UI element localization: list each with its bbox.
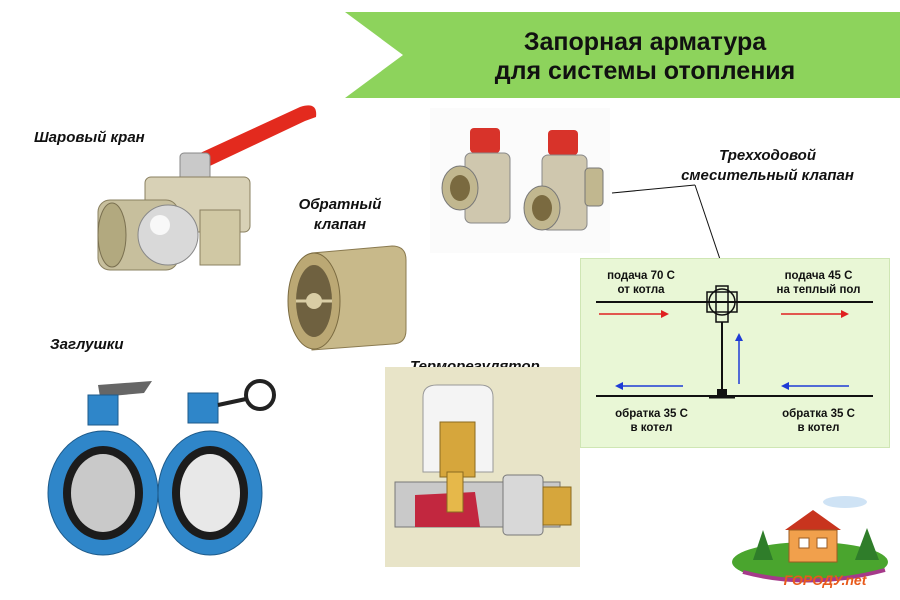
butterfly-valves-image bbox=[47, 379, 276, 556]
check-valve-label-line2: клапан bbox=[313, 216, 367, 233]
mixing-valve-symbol bbox=[706, 291, 738, 313]
ball-valve-image bbox=[97, 105, 317, 271]
mixing-scheme: подача 70 С от котла подача 45 С на тепл… bbox=[580, 258, 890, 448]
logo-text: ГОРОДУ.net bbox=[783, 572, 867, 588]
supply-boiler-line2: от котла bbox=[617, 284, 665, 296]
page-title: Запорная арматура для системы отопления bbox=[405, 28, 885, 86]
title-line-1: Запорная арматура bbox=[523, 28, 767, 56]
return-left-line1: обратка 35 С bbox=[615, 408, 688, 420]
supply-boiler-label: подача 70 С от котла bbox=[591, 269, 691, 297]
gorodu-logo: ГОРОДУ.net bbox=[725, 490, 895, 598]
supply-floor-label: подача 45 С на теплый пол bbox=[761, 269, 876, 297]
plugs-label: Заглушки bbox=[50, 336, 124, 353]
three-way-valve-photo bbox=[430, 108, 610, 253]
return-right-label: обратка 35 С в котел bbox=[766, 407, 871, 435]
supply-floor-line2: на теплый пол bbox=[776, 284, 861, 296]
three-way-label-line2: смесительный клапан bbox=[681, 167, 854, 184]
supply-boiler-line1: подача 70 С bbox=[607, 270, 675, 282]
valve-handle bbox=[185, 105, 317, 173]
return-right-line2: в котел bbox=[797, 422, 840, 434]
return-right-line1: обратка 35 С bbox=[782, 408, 855, 420]
three-way-label-line1: Трехходовой bbox=[718, 147, 817, 164]
return-left-label: обратка 35 С в котел bbox=[599, 407, 704, 435]
title-banner: Запорная арматура для системы отопления bbox=[345, 12, 900, 98]
check-valve-image bbox=[287, 245, 407, 351]
supply-floor-line1: подача 45 С bbox=[784, 270, 853, 282]
check-valve-label-line1: Обратный bbox=[298, 196, 382, 213]
scheme-diagram bbox=[596, 285, 873, 399]
logo-graphic bbox=[732, 496, 888, 583]
three-way-valve-label: Трехходовой смесительный клапан bbox=[655, 146, 880, 186]
title-line-2: для системы отопления bbox=[494, 57, 796, 85]
thermoregulator-image bbox=[385, 367, 580, 567]
ball-valve-label: Шаровый кран bbox=[34, 129, 145, 146]
check-valve-label: Обратный клапан bbox=[285, 195, 395, 235]
return-left-line2: в котел bbox=[630, 422, 673, 434]
banner-shape bbox=[345, 12, 900, 98]
